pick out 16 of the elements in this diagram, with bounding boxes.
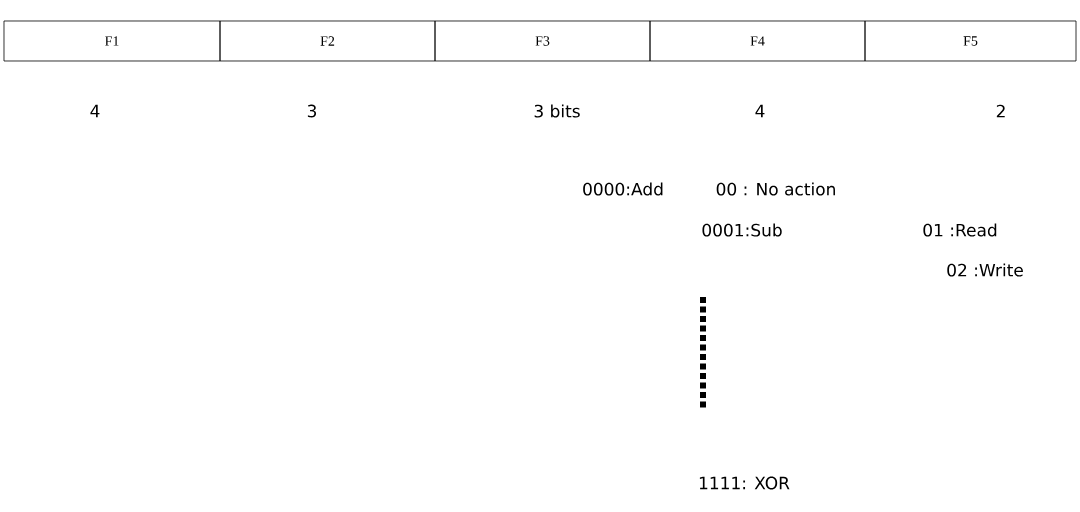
value-label: 1111: XOR (699, 476, 790, 490)
value-label: 0000:Add (583, 182, 663, 196)
value-label: 4 (755, 104, 765, 118)
table-cell: F2 (219, 20, 436, 62)
table-cell: F5 (864, 20, 1077, 62)
table-cell: F4 (649, 20, 866, 62)
table-cell: F1 (3, 20, 221, 62)
value-label: 2 (996, 104, 1005, 118)
value-label: 3 (307, 104, 317, 118)
table-cell: F3 (434, 20, 651, 62)
value-label: 01 :Read (923, 223, 997, 237)
value-label: 00 : No action (716, 182, 835, 196)
value-label: 3 bits (534, 104, 580, 118)
value-label: 02 :Write (947, 263, 1023, 277)
value-label: 0001:Sub (702, 223, 782, 237)
value-label: 4 (90, 104, 100, 118)
